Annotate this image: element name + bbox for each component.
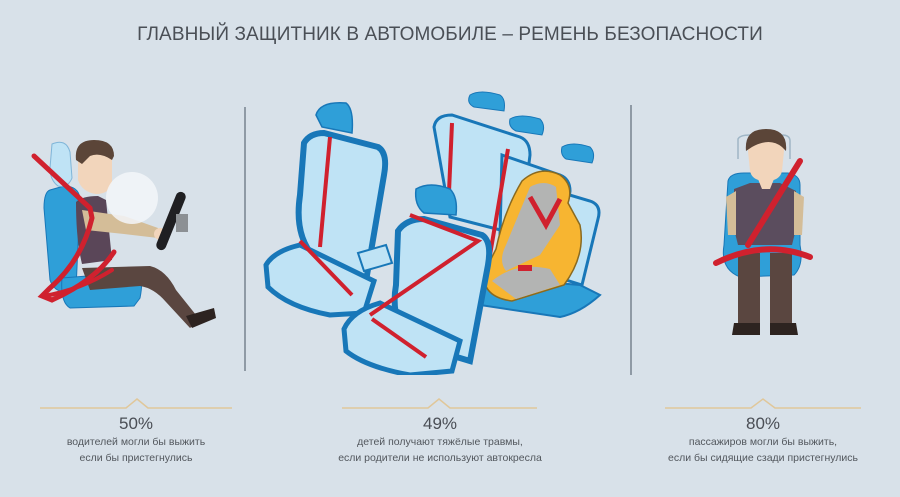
front-left-seat <box>263 102 389 318</box>
stat-value: 50% <box>118 414 154 433</box>
page-title: ГЛАВНЫЙ ЗАЩИТНИК В АВТОМОБИЛЕ – РЕМЕНЬ Б… <box>137 24 763 45</box>
stat-description-line-1: пассажиров могли бы выжить, <box>688 436 838 448</box>
stat-drivers: 50% водителей могли бы выжить если бы пр… <box>30 397 242 466</box>
stat-rear-passengers: 80% пассажиров могли бы выжить, если бы … <box>655 397 871 466</box>
stat-description-line-1: водителей могли бы выжить <box>66 436 206 448</box>
child-seat <box>483 170 583 302</box>
stat-description-line-2: если родители не используют автокресла <box>338 452 542 464</box>
car-seats-illustration <box>260 85 620 378</box>
stat-description-line-1: детей получают тяжёлые травмы, <box>357 436 523 448</box>
pointer-line-icon <box>665 398 861 409</box>
front-right-seat <box>341 184 493 378</box>
divider-right <box>630 105 632 375</box>
divider-left <box>244 107 246 371</box>
stat-value: 80% <box>745 414 781 433</box>
car-seats-icon <box>263 91 602 378</box>
stat-children: 49% детей получают тяжёлые травмы, если … <box>330 397 550 466</box>
stat-description-line-2: если бы сидящие сзади пристегнулись <box>667 452 858 464</box>
stat-description-line-2: если бы пристегнулись <box>79 452 193 464</box>
passenger-icon <box>713 129 813 335</box>
stat-value: 49% <box>422 414 458 433</box>
driver-icon <box>31 140 216 328</box>
driver-illustration <box>20 130 240 340</box>
passenger-illustration <box>700 125 830 345</box>
pointer-line-icon <box>40 398 232 409</box>
pointer-line-icon <box>342 398 537 409</box>
